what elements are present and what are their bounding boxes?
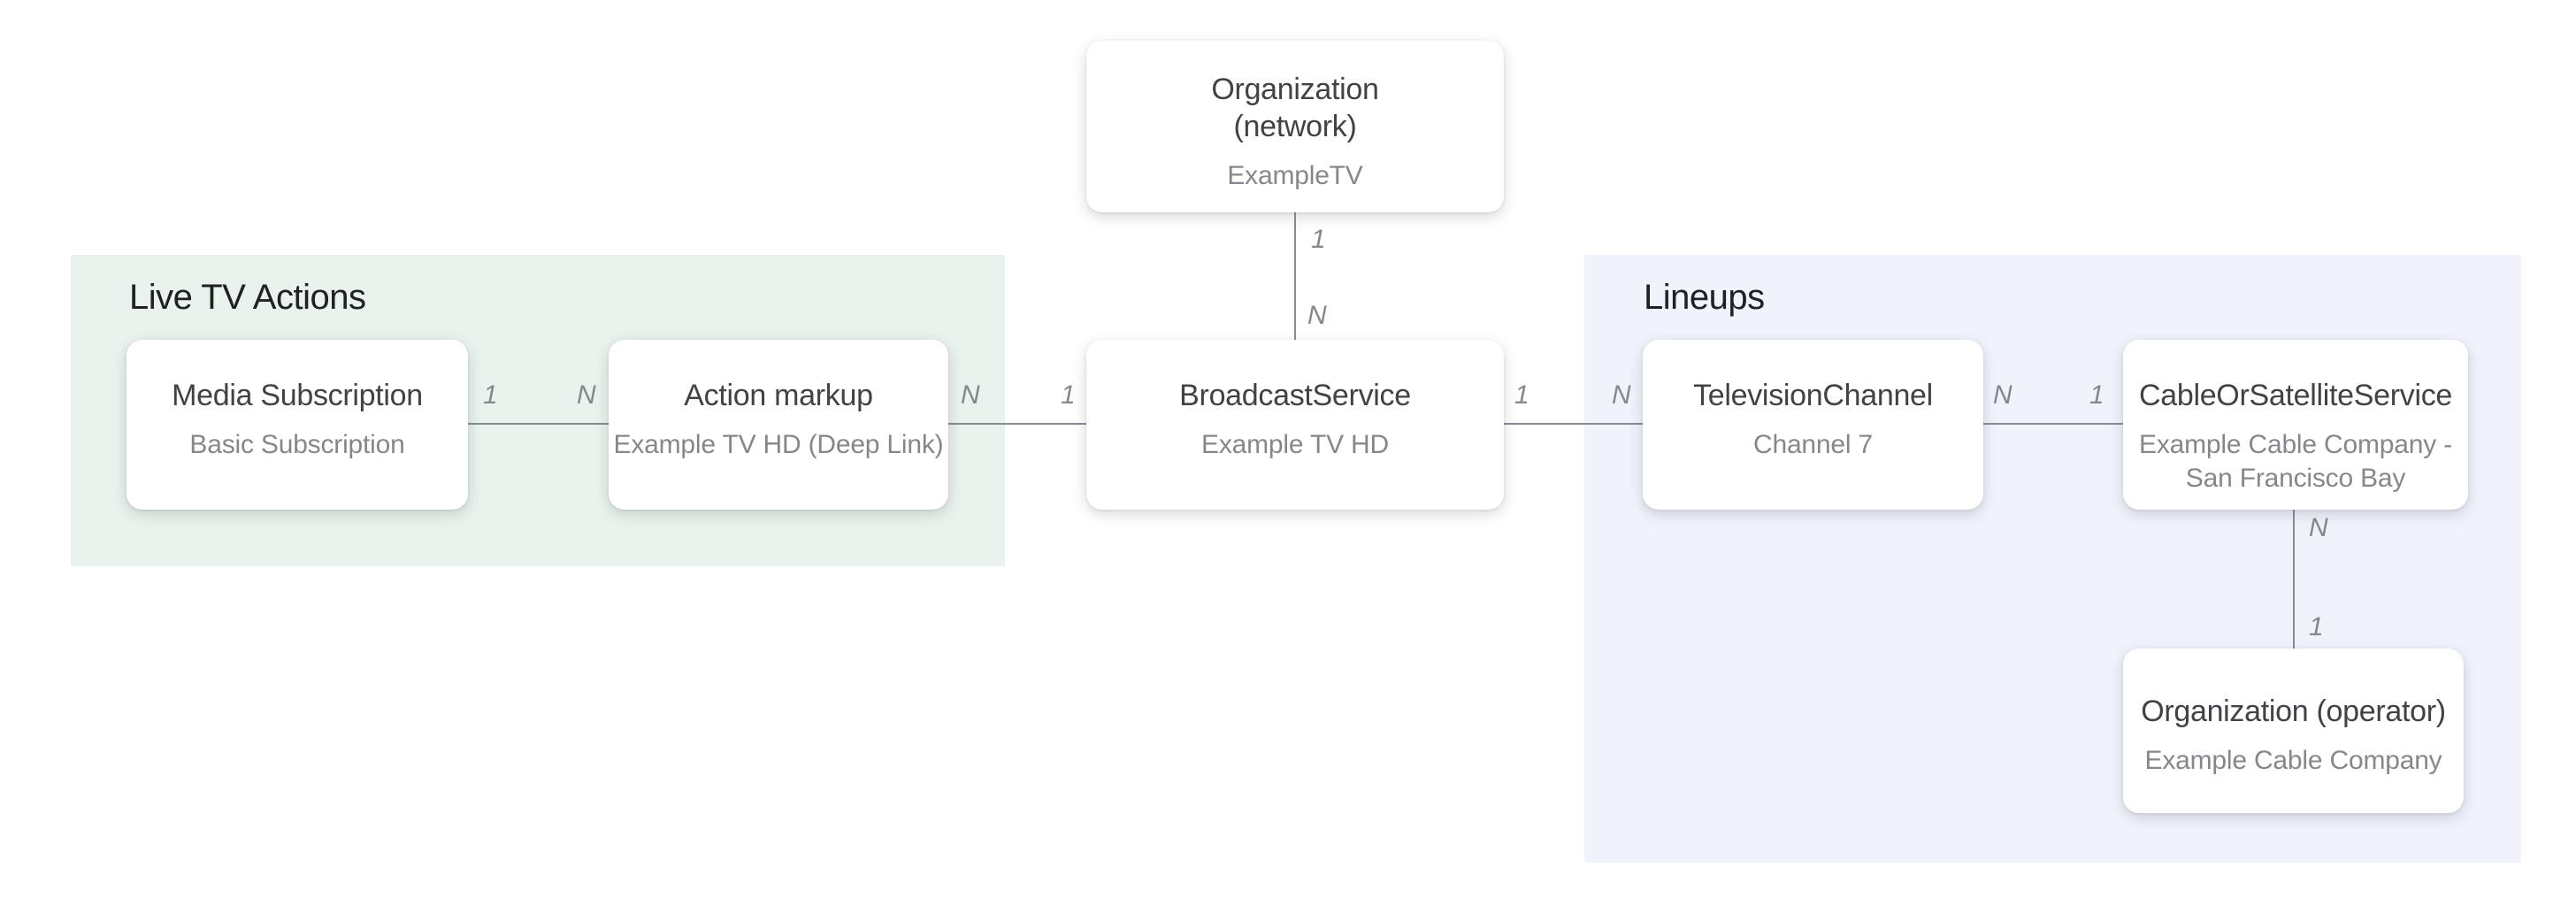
edge-subscription-to-action bbox=[468, 423, 609, 425]
region-heading-live-tv-actions: Live TV Actions bbox=[129, 278, 366, 317]
node-subtitle: ExampleTV bbox=[1227, 161, 1363, 190]
edge-cable-to-operator bbox=[2293, 510, 2295, 649]
cardinality-action-right-side: N bbox=[961, 380, 980, 410]
cardinality-operator-side: 1 bbox=[2309, 612, 2324, 641]
node-subtitle: Example TV HD (Deep Link) bbox=[613, 430, 944, 459]
node-subtitle: Example Cable Company - San Francisco Ba… bbox=[2139, 430, 2452, 493]
node-cable-or-satellite-service: CableOrSatelliteService Example Cable Co… bbox=[2123, 340, 2468, 510]
cardinality-broadcast-left-side: 1 bbox=[1061, 380, 1076, 410]
edge-channel-to-cable bbox=[1983, 423, 2123, 425]
cardinality-action-left-side: N bbox=[577, 380, 596, 410]
node-title: Organization (operator) bbox=[2141, 695, 2446, 728]
node-subtitle: Channel 7 bbox=[1753, 430, 1873, 459]
cardinality-broadcast-top-side: N bbox=[1307, 301, 1327, 330]
node-subtitle: Example TV HD bbox=[1201, 430, 1389, 459]
cardinality-channel-right-side: N bbox=[1993, 380, 2012, 410]
cardinality-cable-left-side: 1 bbox=[2089, 380, 2104, 410]
edge-broadcast-to-channel bbox=[1504, 423, 1643, 425]
node-title: Action markup bbox=[684, 379, 873, 412]
edge-action-to-broadcast bbox=[948, 423, 1086, 425]
node-title: TelevisionChannel bbox=[1693, 379, 1933, 412]
node-action-markup: Action markup Example TV HD (Deep Link) bbox=[609, 340, 948, 510]
cardinality-subscription-side: 1 bbox=[483, 380, 498, 410]
node-subtitle: Basic Subscription bbox=[189, 430, 405, 459]
node-organization-operator: Organization (operator) Example Cable Co… bbox=[2123, 649, 2464, 813]
node-broadcast-service: BroadcastService Example TV HD bbox=[1086, 340, 1504, 510]
cardinality-cable-bottom-side: N bbox=[2309, 513, 2328, 542]
node-television-channel: TelevisionChannel Channel 7 bbox=[1643, 340, 1983, 510]
cardinality-network-side: 1 bbox=[1311, 225, 1326, 254]
node-title: CableOrSatelliteService bbox=[2138, 379, 2453, 412]
node-title: Organization (network) bbox=[1211, 73, 1379, 143]
cardinality-channel-left-side: N bbox=[1612, 380, 1631, 410]
node-media-subscription: Media Subscription Basic Subscription bbox=[126, 340, 468, 510]
node-subtitle: Example Cable Company bbox=[2144, 746, 2442, 775]
node-organization-network: Organization (network) ExampleTV bbox=[1086, 41, 1504, 212]
region-heading-lineups: Lineups bbox=[1644, 278, 1765, 317]
node-title: Media Subscription bbox=[172, 379, 423, 412]
node-title: BroadcastService bbox=[1179, 379, 1411, 412]
cardinality-broadcast-right-side: 1 bbox=[1514, 380, 1530, 410]
edge-network-to-broadcast bbox=[1294, 212, 1296, 340]
